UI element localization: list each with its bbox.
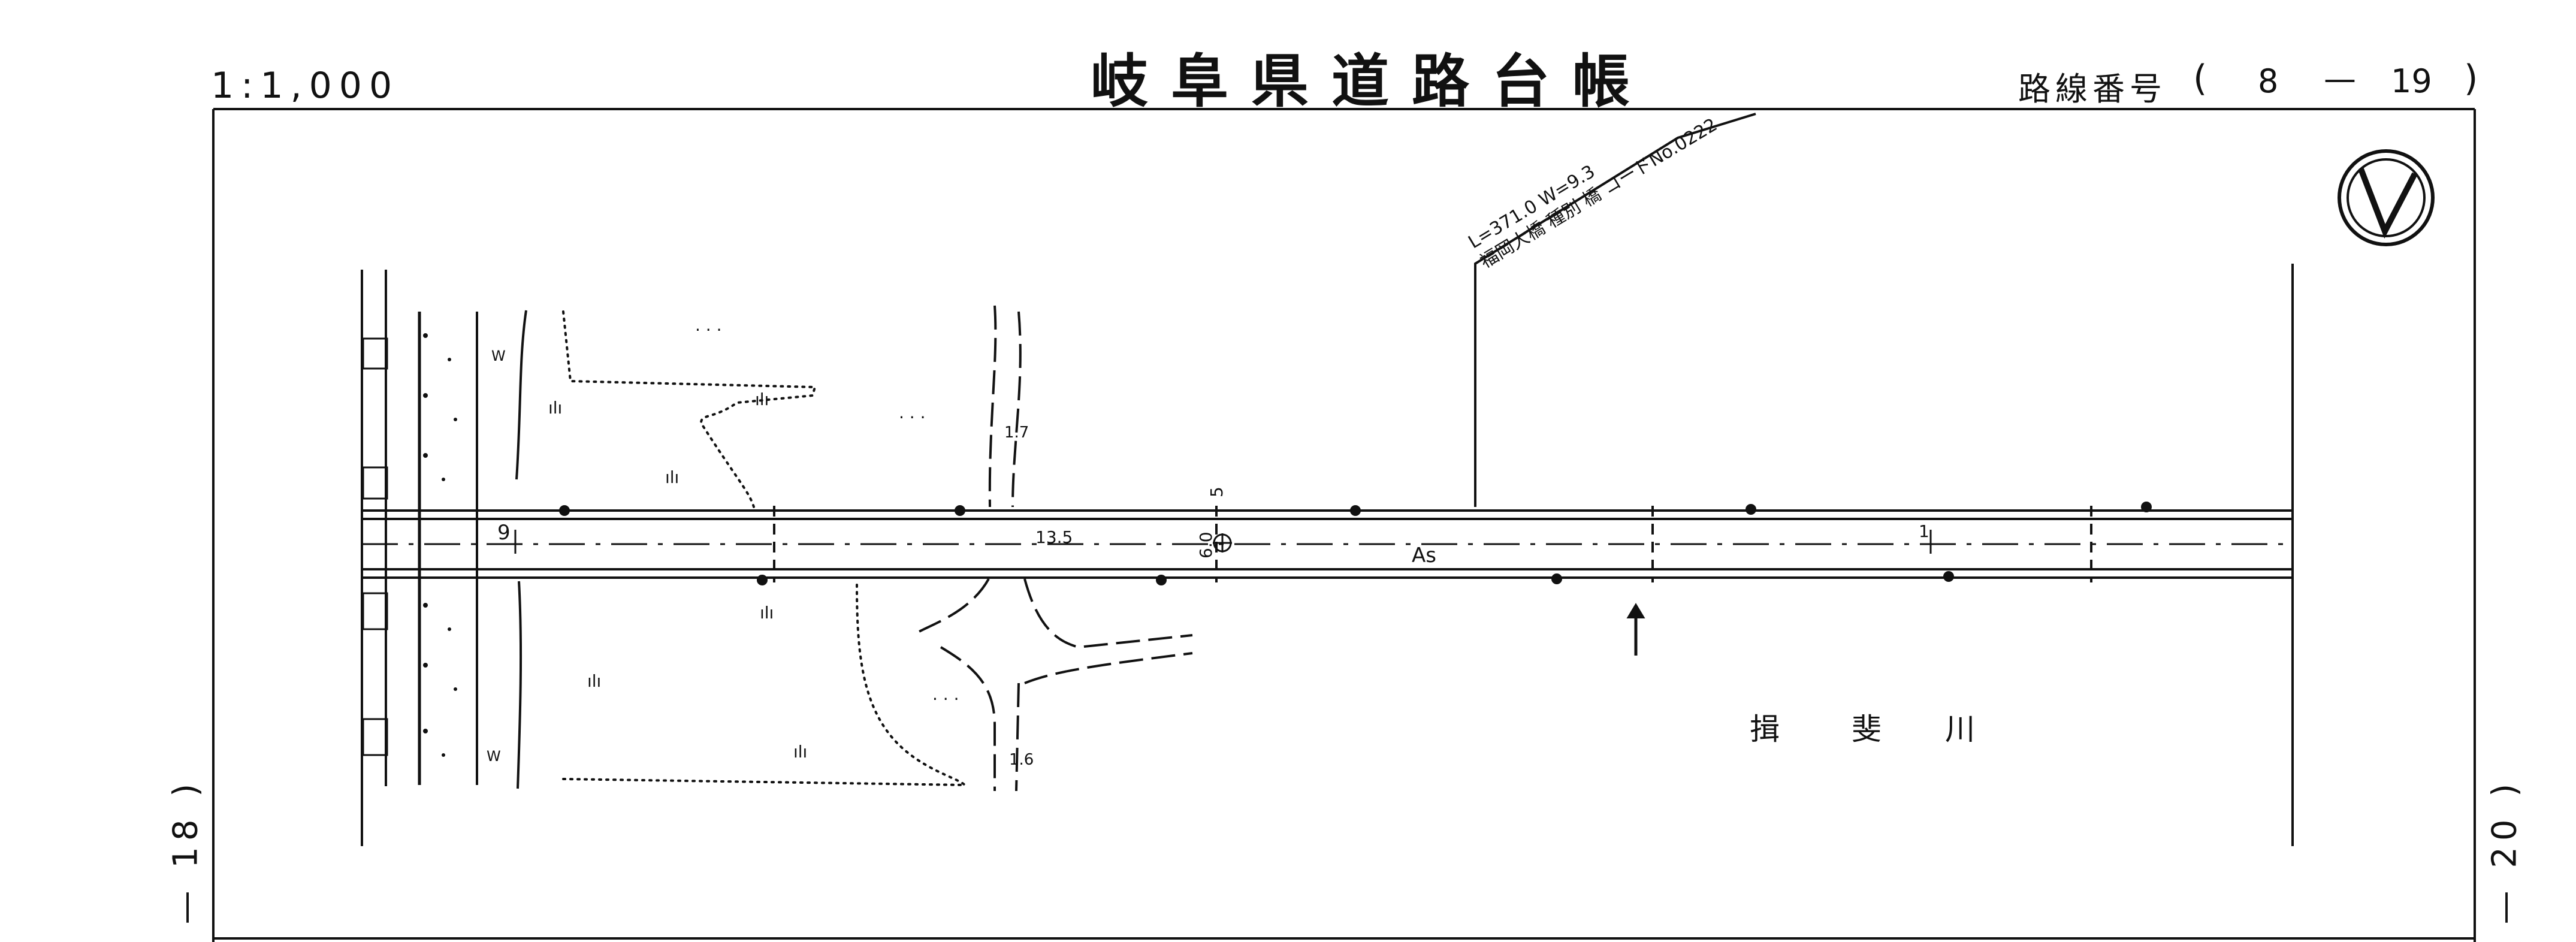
benchmark-symbol [1213,533,1232,552]
svg-text:· · ·: · · · [695,320,722,340]
contour-label-lower: 1.6 [1009,751,1034,769]
surface-type-label: As [1412,544,1436,567]
bridge-leader-line [1474,113,1756,507]
page-title: 岐阜県道路台帳 [1091,48,1653,115]
width-label-right: 1 [1919,521,1929,541]
svg-text:ılı: ılı [760,603,774,623]
north-arrow-icon [2338,149,2435,246]
svg-text:· · ·: · · · [932,689,959,709]
flow-direction-arrow [1626,603,1645,656]
river-name-char-1: 揖 [1750,712,1780,747]
route-number-separator: — [2324,60,2356,98]
route-number-primary: 8 [2258,62,2279,100]
river-name-char-2: 斐 [1852,712,1882,747]
route-paren-open: ( [2193,58,2207,99]
width-label-left: 9 [497,521,511,545]
contour-lines [916,305,1193,792]
bank-edge-lower [517,581,523,789]
svg-text:ılı: ılı [587,671,601,691]
wall-hatch-group [362,337,388,756]
street-lights [559,502,2152,585]
bridge-name-code: 福岡大橋 種別 橋 コードNo.0222 [1476,114,1721,273]
vegetation-symbols: ılı ılı ılı ılı ılı ılı [548,390,807,762]
svg-text:ılı: ılı [755,390,769,409]
embankment-dots [423,333,457,757]
route-paren-close: ) [2464,58,2478,99]
svg-text:ılı: ılı [665,467,679,487]
svg-text:ılı: ılı [548,398,562,418]
river-name-char-3: 川 [1945,712,1975,747]
route-number-secondary: 19 [2391,62,2432,100]
dimension-center: 13.5 [1035,527,1073,547]
map-scale: 1:1,000 [211,65,400,107]
dimension-top: 5 [1207,487,1227,497]
land-boundary-dotted [562,310,968,787]
svg-text:· · ·: · · · [899,407,926,427]
water-label-upper: W [491,348,506,364]
dimension-vertical: 6.0 [1196,532,1216,558]
route-number-label: 路線番号 [2018,70,2167,108]
water-label-lower: W [487,748,501,765]
svg-text:ılı: ılı [793,742,807,762]
bank-edge-upper [515,310,527,480]
contour-label-upper: 1.7 [1004,424,1029,442]
bridge-annotation: L=371.0 W=9.3 福岡大橋 種別 橋 コードNo.0222 [1465,114,1721,273]
scatter-dots: · · · · · · · · · [695,320,959,709]
section-lines [773,506,2092,582]
